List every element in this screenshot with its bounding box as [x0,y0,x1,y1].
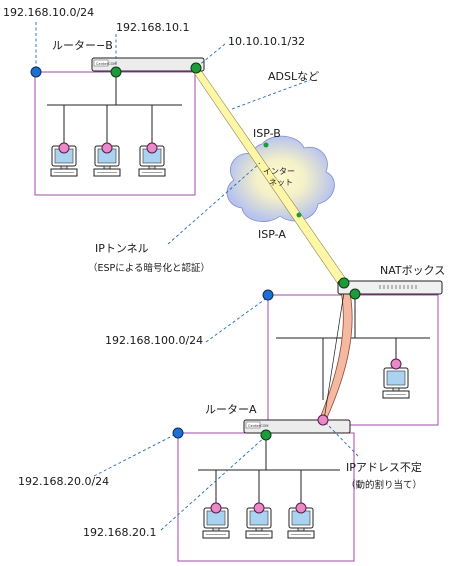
router-b-wan-node [190,62,202,74]
leader-lines [35,22,359,531]
lan-b-bus [47,72,182,148]
label-ip-undefined-sub: （動的割り当て） [346,479,422,491]
cloud-label-line1: インター [263,167,295,176]
ip-tunnel-nat-segment [319,283,353,421]
label-net-a: 192.168.20.0/24 [18,475,109,488]
isp-b-node [263,142,269,148]
label-nat-box: NATボックス [380,264,445,277]
label-net-b: 192.168.10.0/24 [3,6,94,19]
label-ip-wan-b: 10.10.10.1/32 [228,35,305,48]
net-b-node [30,66,42,78]
router-a-wan-node [317,414,329,426]
label-ip-tunnel: IPトンネル [95,242,149,255]
label-ip-router-b: 192.168.10.1 [116,21,189,34]
lan-b-box [34,71,196,196]
label-ip-undefined: IPアドレス不定 [346,460,422,474]
nat-lan-node [349,288,361,300]
label-router-a: ルーターA [205,403,257,416]
lan-mid-box [267,294,439,426]
label-adsl: ADSLなど [268,70,319,83]
label-router-b: ルーター−B [52,39,113,52]
label-ip-router-a: 192.168.20.1 [83,526,156,539]
router-b-lan-node [110,66,122,78]
router-b-brand: CenterCOM [96,62,117,66]
lan-a-bus [198,435,340,510]
nat-wan-node [338,277,350,289]
router-a-brand: CenterCOM [248,424,269,428]
router-a-lan-node [260,429,272,441]
label-isp-b: ISP-B [253,127,281,140]
label-net-mid: 192.168.100.0/24 [105,334,203,347]
net-a-node [172,427,184,439]
pc-mid-1 [382,367,410,399]
router-b: CenterCOM [91,57,205,72]
label-ip-tunnel-sub: （ESPによる暗号化と認証） [88,262,210,274]
nat-link-line [323,285,346,421]
nat-box [337,280,443,295]
net-mid-node [262,289,274,301]
label-isp-a: ISP-A [258,228,286,241]
isp-a-node [296,212,302,218]
pc-nodes [58,142,402,514]
cloud-label-line2: ネット [269,178,293,187]
lan-mid-bus [276,295,430,400]
